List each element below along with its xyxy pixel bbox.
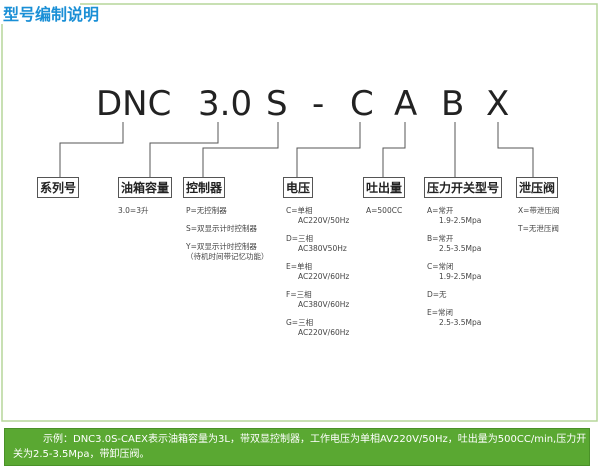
code-pressure: B <box>441 84 465 124</box>
option: T=无泄压阀 <box>518 224 559 233</box>
option: X=带泄压阀 <box>518 206 560 215</box>
line-relief <box>497 122 534 177</box>
label-capacity: 油箱容量 <box>118 177 173 198</box>
code-controller: S <box>266 84 288 124</box>
code-relief: X <box>486 84 510 124</box>
code-capacity: 3.0 <box>198 84 253 124</box>
relief-options: X=带泄压阀 T=无泄压阀 <box>518 206 559 242</box>
option: P=无控制器 <box>186 206 227 215</box>
label-pressure: 压力开关型号 <box>424 177 503 198</box>
line-series <box>59 122 124 177</box>
line-controller <box>202 122 279 177</box>
option: 3.0=3升 <box>118 206 149 215</box>
option-note: （待机时间带记忆功能） <box>186 252 269 261</box>
label-voltage: 电压 <box>283 177 314 198</box>
label-series: 系列号 <box>37 177 80 198</box>
code-voltage: C <box>350 84 374 124</box>
page-title: 型号编制说明 <box>3 5 100 24</box>
label-output: 吐出量 <box>363 177 406 198</box>
label-relief: 泄压阀 <box>516 177 559 198</box>
example-note: 示例：DNC3.0S-CAEX表示油箱容量为3L，带双显控制器，工作电压为单相A… <box>4 428 590 466</box>
option: S=双显示计时控制器 <box>186 224 258 233</box>
line-output <box>382 122 406 177</box>
label-controller: 控制器 <box>183 177 226 198</box>
line-capacity <box>149 122 219 177</box>
controller-options: P=无控制器 S=双显示计时控制器 Y=双显示计时控制器 （待机时间带记忆功能） <box>186 206 269 270</box>
option: D=无 <box>427 290 447 299</box>
output-options: A=500CC <box>366 206 402 224</box>
code-series: DNC <box>96 84 172 124</box>
code-dash: - <box>312 84 325 124</box>
line-voltage <box>296 122 361 177</box>
frame <box>1 3 598 422</box>
option: Y=双显示计时控制器 <box>186 242 257 251</box>
code-output: A <box>394 84 418 124</box>
option: A=500CC <box>366 206 403 215</box>
capacity-options: 3.0=3升 <box>118 206 148 224</box>
